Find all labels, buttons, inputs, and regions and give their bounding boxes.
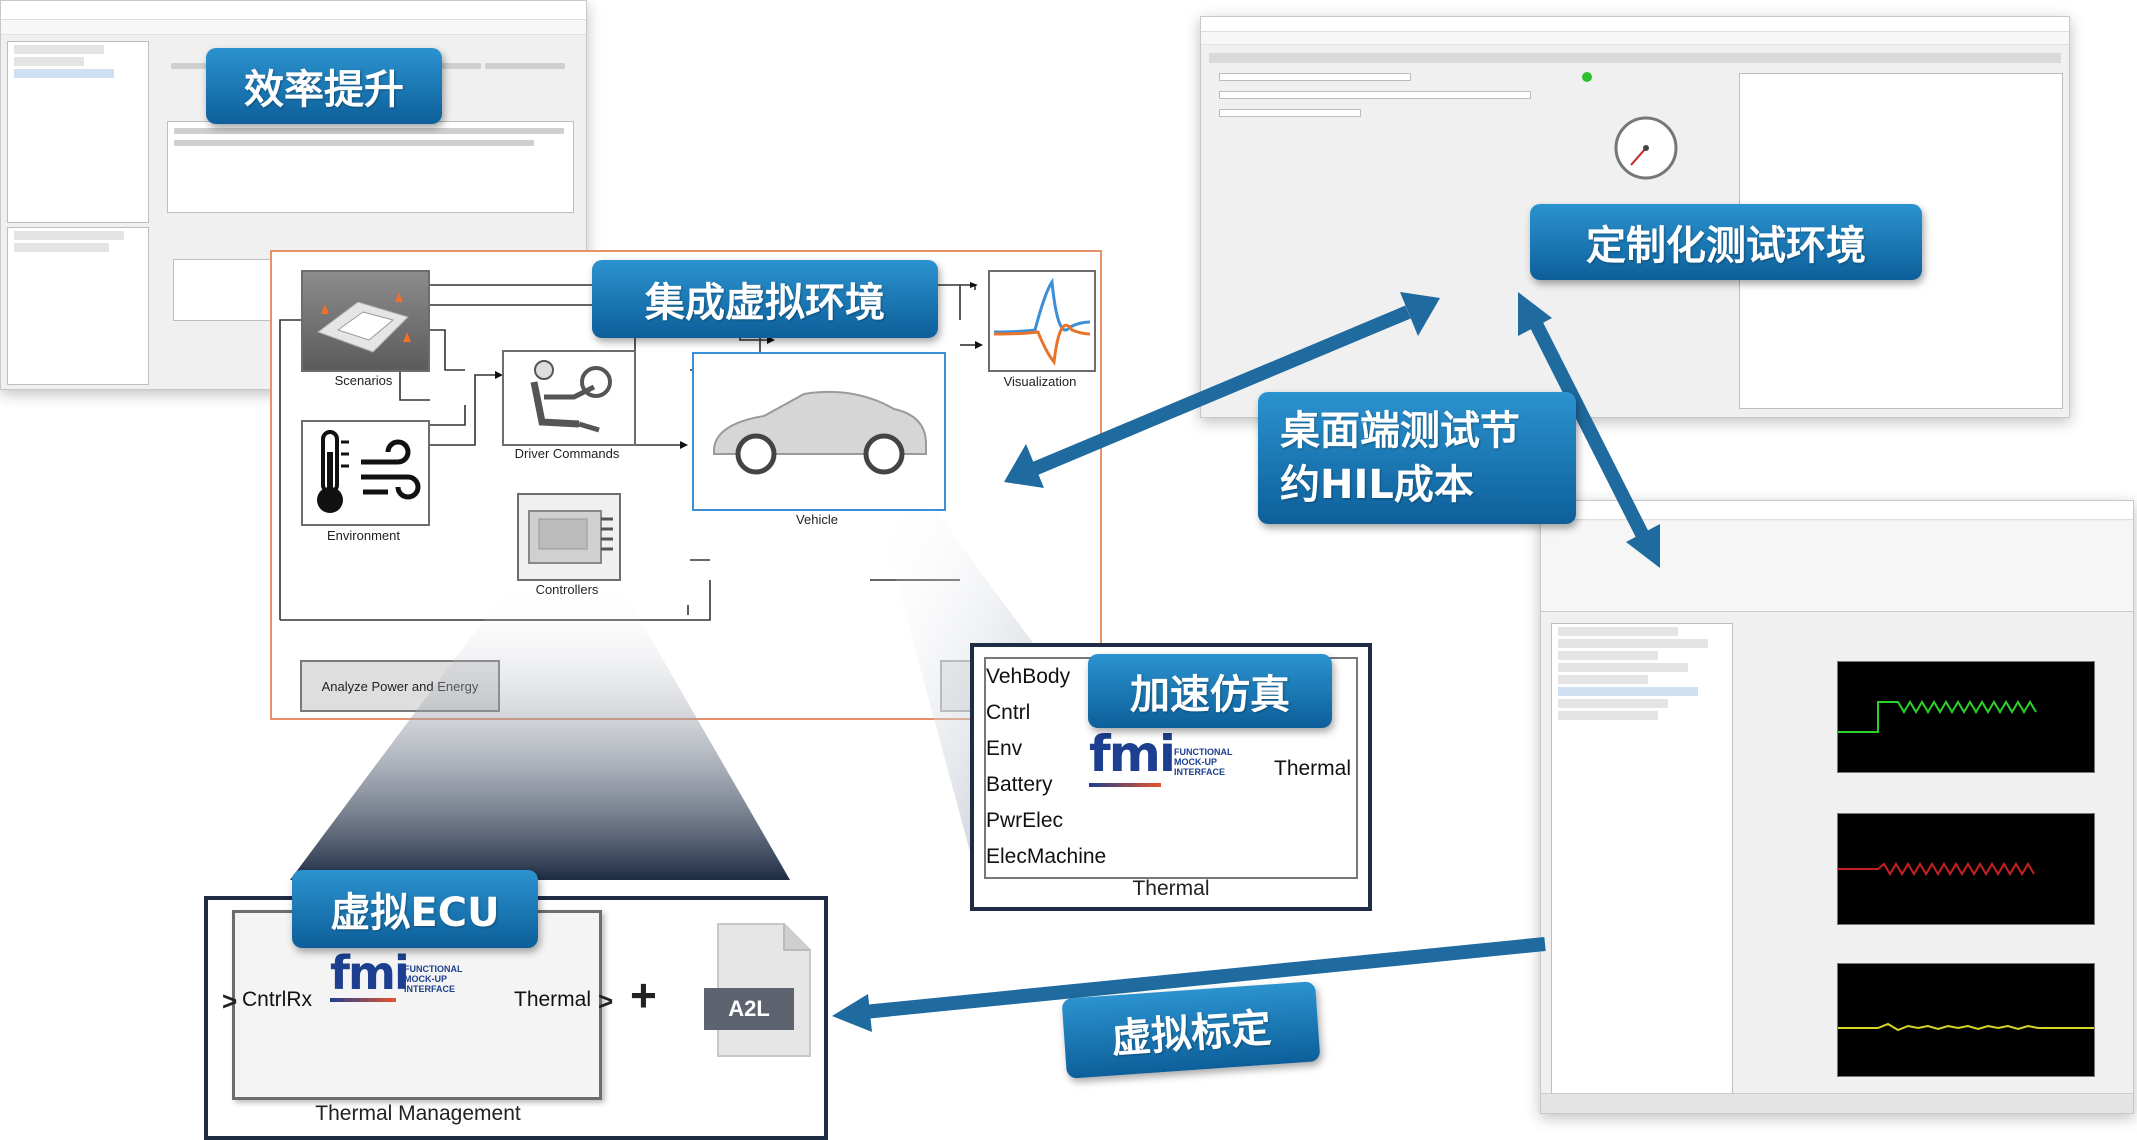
- callout-accelerate: 加速仿真: [1088, 654, 1332, 728]
- status-bar: [1541, 1093, 2133, 1113]
- signal-plot-red: [1837, 813, 2095, 925]
- test-cases-list: [173, 259, 275, 321]
- thermometer-wind-icon: [317, 430, 421, 513]
- scenarios-block[interactable]: [301, 270, 430, 372]
- visualization-block[interactable]: [988, 270, 1096, 372]
- car-icon: [713, 390, 927, 475]
- thermal-caption: Thermal: [1132, 877, 1210, 900]
- symbol-explorer-panel: [1551, 623, 1733, 1105]
- fmi-tagline: FUNCTIONAL MOCK-UP INTERFACE: [404, 964, 463, 994]
- scenarios-label: Scenarios: [334, 373, 393, 388]
- settings-form: [1219, 73, 1531, 253]
- plus-sign: +: [630, 969, 657, 1021]
- header-line: [485, 63, 565, 69]
- thermal-input-port: Env: [986, 737, 1023, 760]
- ecu-output-port: Thermal: [514, 988, 592, 1011]
- environment-block[interactable]: [301, 420, 430, 526]
- ecu-input-arrow-icon: >: [222, 986, 238, 1016]
- car-scene-icon: [316, 292, 411, 353]
- driver-seat-icon: [530, 360, 612, 433]
- signal-plot-yellow: [1837, 963, 2095, 1077]
- vehicle-block[interactable]: [692, 352, 946, 511]
- thermal-output-port: Thermal: [1274, 757, 1352, 780]
- callout-desktop-hil: 桌面端测试节 约HIL成本: [1258, 392, 1576, 524]
- ecu-input-port: CntrlRx: [242, 988, 313, 1011]
- fmi-tagline: FUNCTIONAL MOCK-UP INTERFACE: [1174, 747, 1233, 777]
- thermal-input-port: ElecMachine: [986, 845, 1107, 868]
- header-line: [441, 63, 481, 69]
- project-tree-panel: [7, 41, 149, 223]
- vehicle-label: Vehicle: [796, 512, 838, 527]
- driver-commands-label: Driver Commands: [514, 446, 620, 461]
- window-titlebar: [1, 1, 586, 20]
- scope-plot-icon: [993, 277, 1091, 366]
- window-titlebar: [1201, 17, 2069, 32]
- environment-label: Environment: [327, 528, 400, 543]
- fmi-underline: [330, 998, 396, 1002]
- tab-strip: [1209, 53, 2061, 63]
- thermal-management-caption: Thermal Management: [315, 1102, 521, 1125]
- signal-plot-green: [1837, 661, 2095, 773]
- models-tree-panel: [7, 227, 149, 385]
- callout-efficiency: 效率提升: [206, 48, 442, 124]
- callout-custom-env: 定制化测试环境: [1530, 204, 1922, 280]
- status-led-icon: [1582, 72, 1592, 82]
- controllers-block[interactable]: [517, 493, 621, 581]
- thermal-input-port: PwrElec: [986, 809, 1064, 832]
- driver-commands-block[interactable]: [502, 350, 636, 446]
- ecu-box-icon: [528, 510, 613, 564]
- a2l-file-icon: A2L: [704, 920, 814, 1060]
- a2l-label: A2L: [728, 996, 770, 1021]
- thermal-input-port: Cntrl: [986, 701, 1031, 724]
- fmi-logo: fmi: [1089, 725, 1176, 783]
- header-line: [171, 63, 211, 69]
- fmi-logo: fmi: [330, 946, 410, 1000]
- fmi-underline: [1089, 783, 1161, 787]
- gauge-widget: [1614, 116, 1678, 180]
- window-menubar: [1201, 32, 2069, 45]
- window-menubar: [1, 20, 586, 35]
- thermal-input-port: VehBody: [986, 665, 1071, 688]
- calibration-tool-window: [1540, 500, 2134, 1114]
- visualization-label: Visualization: [1003, 374, 1077, 389]
- thermal-input-port: Battery: [986, 773, 1053, 796]
- callout-integrated-env: 集成虚拟环境: [592, 260, 938, 338]
- callout-virtual-ecu: 虚拟ECU: [292, 870, 538, 948]
- ecu-output-arrow-icon: >: [598, 986, 614, 1016]
